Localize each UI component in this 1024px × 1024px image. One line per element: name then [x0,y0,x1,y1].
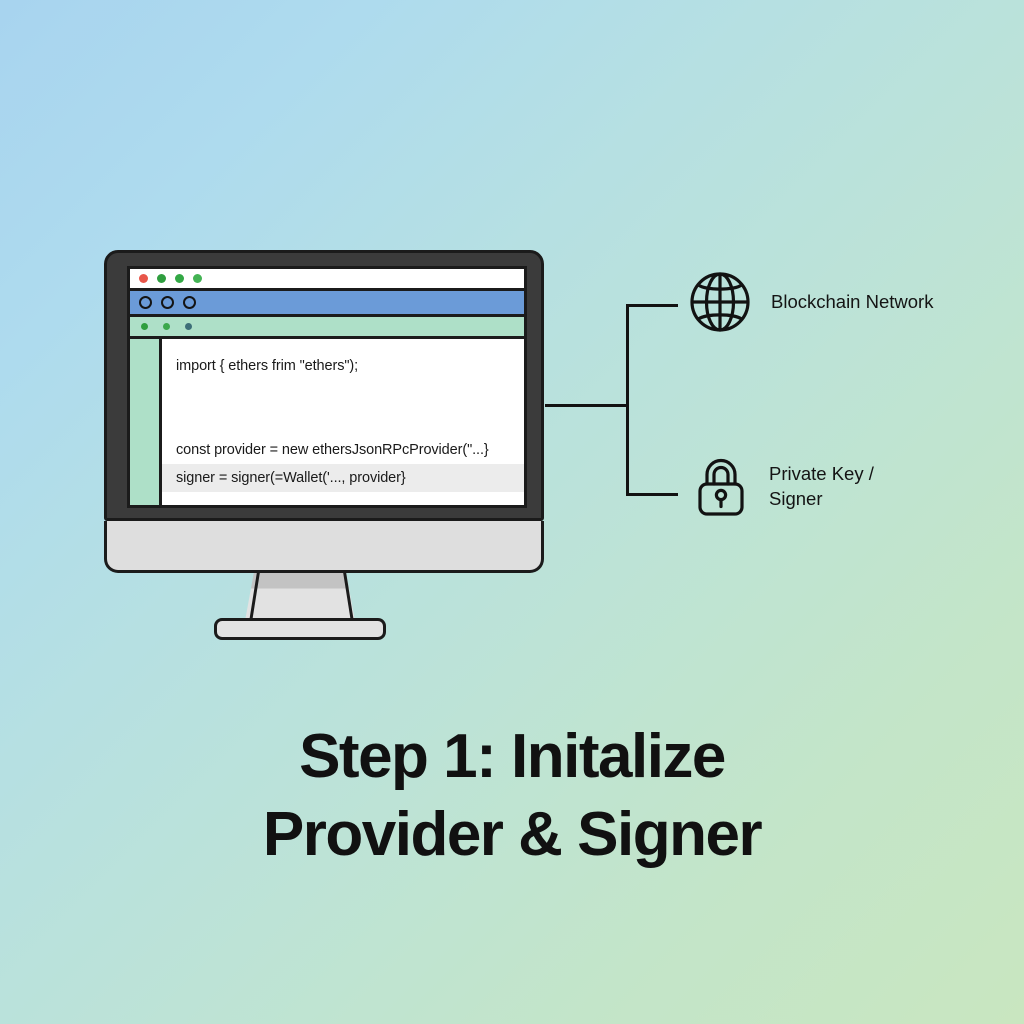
monitor-screen: import { ethers frim "ethers"); const pr… [127,266,527,508]
status-dot-2-icon [163,323,170,330]
monitor-foot [214,618,386,640]
extra-dot[interactable] [193,274,202,283]
globe-icon [690,272,750,332]
code-editor[interactable]: import { ethers frim "ethers"); const pr… [130,339,524,505]
editor-toolbar-primary [130,291,524,317]
circle-button-2-icon[interactable] [161,296,174,309]
monitor-base-panel [104,521,544,573]
code-line-1: import { ethers frim "ethers"); [176,358,359,374]
node-blockchain-network: Blockchain Network [688,270,933,334]
code-line-4: const provider = new ethersJsonRPcProvid… [176,442,489,458]
page-title: Step 1: Initalize Provider & Signer [262,722,763,869]
connector-branch-bottom [626,493,678,496]
code-text-area[interactable]: import { ethers frim "ethers"); const pr… [162,339,524,505]
node-private-key-signer: Private Key / Signer [692,455,874,519]
circle-button-3-icon[interactable] [183,296,196,309]
status-dot-1-icon [141,323,148,330]
code-line-3 [162,408,524,436]
monitor-bezel: import { ethers frim "ethers"); const pr… [104,250,544,521]
node-private-key-signer-label: Private Key / Signer [769,463,874,509]
close-dot[interactable] [139,274,148,283]
window-titlebar [130,269,524,291]
monitor-neck [245,573,355,621]
connector-branch-top [626,304,678,307]
maximize-dot[interactable] [175,274,184,283]
status-dot-3-icon [185,323,192,330]
connector-vertical [626,304,629,496]
lock-icon [698,458,744,516]
computer-monitor: import { ethers frim "ethers"); const pr… [104,250,544,640]
node-blockchain-network-label: Blockchain Network [771,290,934,312]
minimize-dot[interactable] [157,274,166,283]
connector-trunk-horizontal [545,404,629,407]
code-line-2 [162,380,524,408]
editor-gutter [130,339,162,505]
editor-toolbar-secondary [130,317,524,339]
code-line-5-highlighted: signer = signer(=Wallet('..., provider} [162,464,524,492]
circle-button-1-icon[interactable] [139,296,152,309]
